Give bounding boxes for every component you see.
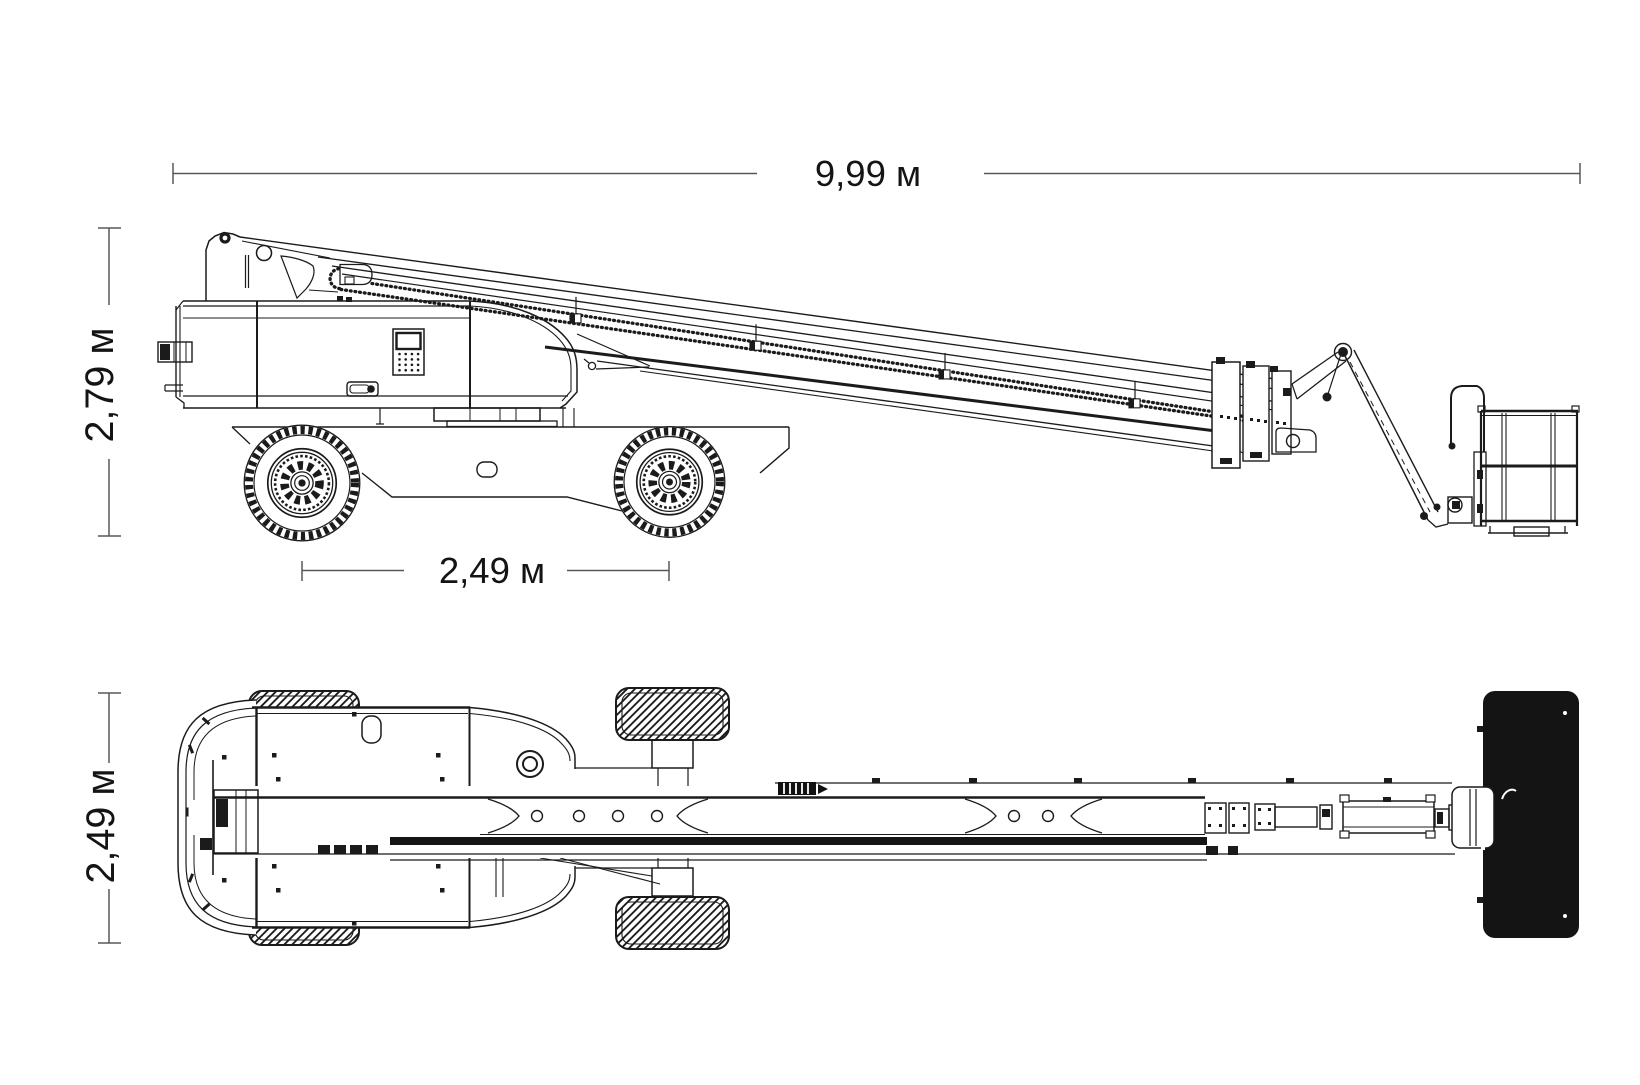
svg-text:2,49 м: 2,49 м — [439, 550, 545, 591]
svg-text:2,49 м: 2,49 м — [79, 768, 123, 883]
svg-text:9,99 м: 9,99 м — [815, 153, 921, 194]
svg-text:2,79 м: 2,79 м — [78, 327, 122, 442]
